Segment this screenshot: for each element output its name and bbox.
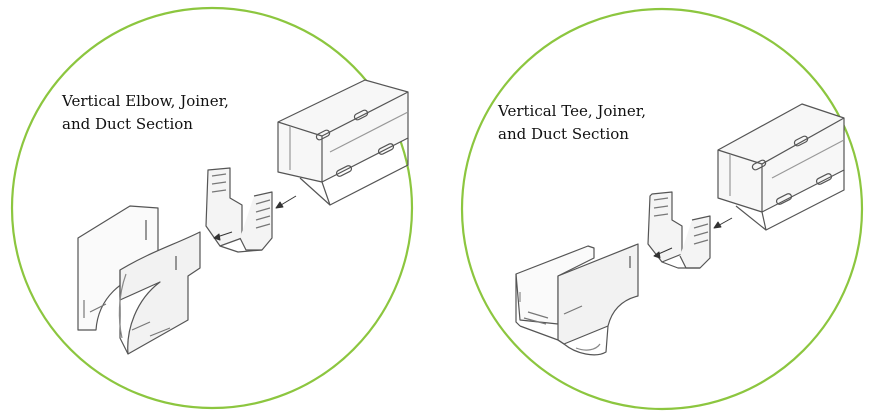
elbow-joiner bbox=[205, 167, 273, 253]
elbow-duct-section bbox=[277, 79, 409, 206]
tee-arrows bbox=[653, 217, 733, 259]
elbow-panel: Vertical Elbow, Joiner, and Duct Section bbox=[10, 6, 414, 410]
elbow-front bbox=[118, 231, 201, 355]
elbow-caption-line-2: and Duct Section bbox=[62, 115, 193, 133]
tee-caption-line-2: and Duct Section bbox=[498, 125, 629, 143]
tee-section bbox=[515, 243, 639, 356]
tee-joiner bbox=[647, 191, 711, 269]
elbow-circle-border bbox=[10, 6, 414, 410]
tee-circle-border bbox=[460, 7, 864, 411]
elbow-caption: Vertical Elbow, Joiner, and Duct Section bbox=[62, 90, 229, 136]
elbow-caption-line-1: Vertical Elbow, Joiner, bbox=[62, 92, 229, 110]
tee-panel: Vertical Tee, Joiner, and Duct Section bbox=[436, 0, 872, 420]
tee-illustration bbox=[460, 7, 864, 411]
tee-caption: Vertical Tee, Joiner, and Duct Section bbox=[498, 100, 646, 146]
tee-caption-line-1: Vertical Tee, Joiner, bbox=[498, 102, 647, 120]
elbow-illustration bbox=[10, 6, 414, 410]
tee-duct-section bbox=[717, 103, 845, 231]
elbow-arrows bbox=[213, 195, 297, 241]
